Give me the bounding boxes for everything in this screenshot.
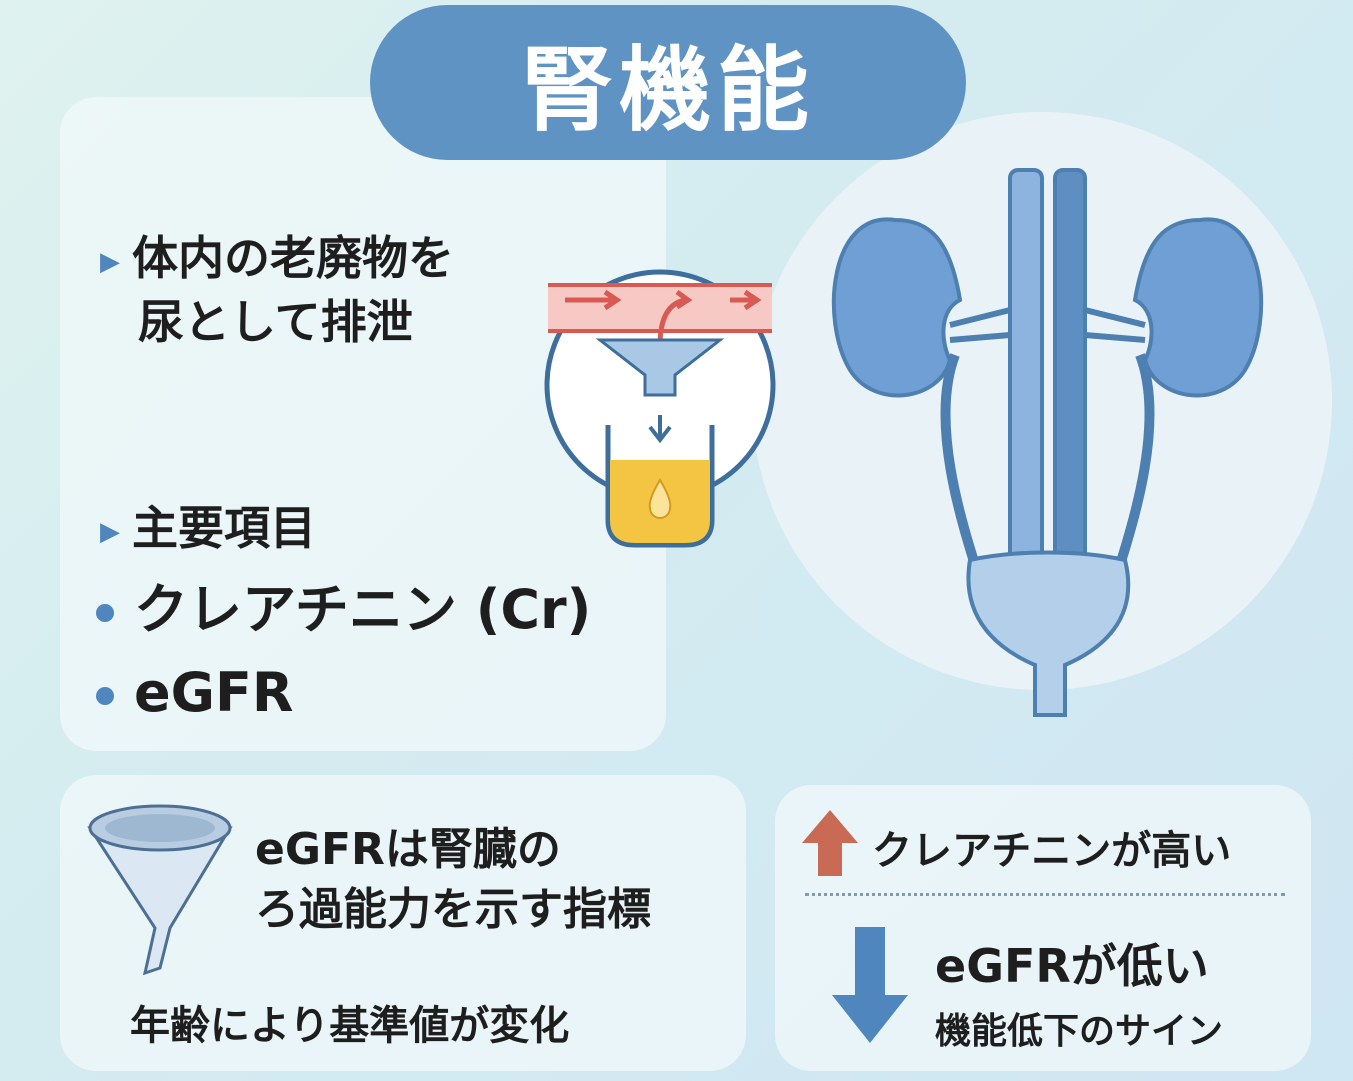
age-note: 年齢により基準値が変化 bbox=[130, 1003, 570, 1049]
description-line: ろ過能力を示す指標 bbox=[255, 884, 651, 935]
bullet-text: 主要項目 bbox=[132, 501, 316, 555]
aorta bbox=[1053, 168, 1087, 562]
bullet-excretion: ▶ 体内の老廃物を 尿として排泄 bbox=[100, 228, 454, 352]
description-line: eGFRは腎臓の bbox=[255, 824, 561, 875]
item-text: eGFR bbox=[134, 661, 294, 724]
dot-bullet-icon bbox=[96, 604, 114, 623]
filtration-icon bbox=[544, 269, 776, 548]
item-creatinine: クレアチニン (Cr) bbox=[96, 575, 591, 645]
divider bbox=[805, 893, 1285, 896]
bladder bbox=[966, 550, 1131, 717]
page-title: 腎機能 bbox=[520, 37, 815, 144]
arrow-down-icon bbox=[832, 927, 908, 1043]
dot-bullet-icon bbox=[96, 687, 114, 706]
arrow-up-icon bbox=[802, 810, 858, 876]
item-egfr: eGFR bbox=[96, 658, 293, 728]
right-kidney bbox=[1132, 217, 1264, 398]
left-kidney bbox=[831, 217, 963, 398]
kidney-urinary-system-illustration bbox=[831, 168, 1264, 717]
triangle-bullet-icon: ▶ bbox=[100, 246, 120, 277]
bullet-main-items: ▶ 主要項目 bbox=[100, 498, 316, 562]
triangle-bullet-icon: ▶ bbox=[100, 516, 120, 547]
funnel-icon bbox=[87, 804, 233, 976]
creatinine-high-text: クレアチニンが高い bbox=[872, 828, 1232, 874]
egfr-description: eGFRは腎臓の ろ過能力を示す指標 bbox=[255, 820, 651, 940]
vein bbox=[1008, 168, 1044, 562]
bullet-text: 尿として排泄 bbox=[138, 294, 413, 349]
item-text: クレアチニン (Cr) bbox=[134, 578, 592, 641]
egfr-low-text: eGFRが低い bbox=[935, 939, 1209, 993]
title-banner: 腎機能 bbox=[370, 5, 966, 160]
decline-sign-text: 機能低下のサイン bbox=[935, 1011, 1224, 1052]
bullet-text: 体内の老廃物を bbox=[132, 231, 454, 285]
